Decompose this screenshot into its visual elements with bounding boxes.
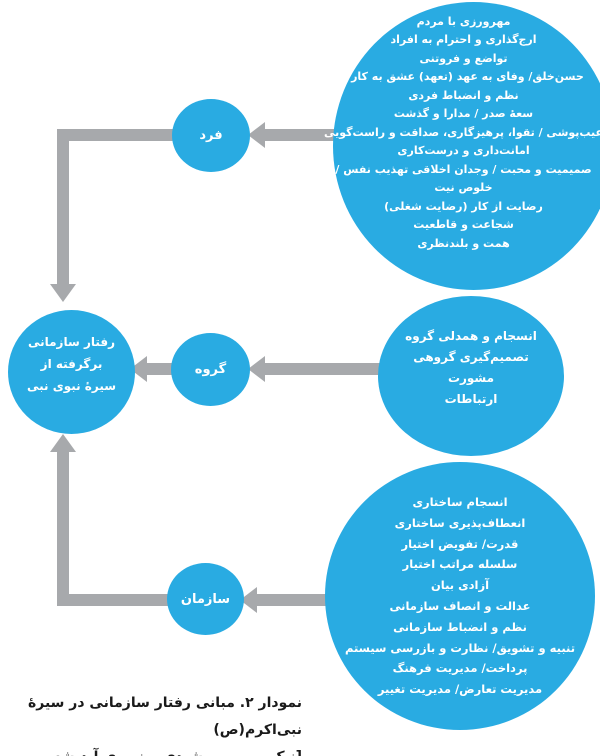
arrow-traits-to-individual [264, 129, 336, 141]
arrowhead-organization-to-core-icon [50, 434, 76, 452]
level-label: سازمان [180, 591, 231, 607]
core-line: سیرهٔ نبوی نبی [26, 379, 117, 393]
connector-individual-vertical [57, 129, 69, 284]
trait-line: انعطاف‌پذیری ساختاری [394, 515, 526, 530]
trait-line: امانت‌داری و درست‌کاری [397, 144, 530, 158]
connector-individual-horizontal [57, 129, 173, 141]
trait-line: عدالت و انصاف سازمانی [389, 599, 531, 613]
node-core-organizational-behavior: رفتار سازمانی برگرفته از سیرهٔ نبوی نبی [8, 310, 135, 434]
trait-line: تواضع و فروتنی [419, 51, 508, 65]
node-organization: سازمان [167, 563, 244, 635]
trait-line: ارتباطات [444, 392, 498, 406]
trait-line: سلسله مراتب اختیار [402, 557, 518, 572]
core-line: رفتار سازمانی [27, 335, 116, 349]
arrow-group-to-core [146, 363, 172, 375]
arrow-traits-to-group [264, 363, 380, 375]
connector-organization-vertical [57, 452, 69, 606]
trait-line: مدیریت تعارض/ مدیریت تغییر [377, 682, 543, 697]
arrowhead-individual-to-core-icon [50, 284, 76, 302]
connector-organization-horizontal [57, 594, 170, 606]
trait-line: مهرورزی با مردم [416, 14, 511, 28]
caption-title: نمودار ۲. مبانی رفتار سازمانی در سیرهٔ ن… [27, 695, 302, 738]
trait-line: تنبیه و تشویق/ نظارت و بازرسی سیستم [344, 640, 576, 655]
node-group-traits: انسجام و همدلی گروه تصمیم‌گیری گروهی مشو… [378, 296, 564, 456]
trait-line: سعهٔ صدر / مدارا و گذشت [393, 107, 534, 121]
node-individual-traits: مهرورزی با مردم ارج‌گذاری و احترام به اف… [324, 2, 600, 290]
arrow-traits-to-organization [256, 594, 330, 606]
trait-line: ارج‌گذاری و احترام به افراد [390, 33, 537, 47]
trait-line: پرداخت/ مدیریت فرهنگ [392, 661, 528, 676]
trait-line: صمیمیت و محبت / وجدان اخلاقی تهذیب نفس / [335, 162, 592, 176]
arrowhead-traits-to-organization-icon [240, 587, 257, 613]
arrowhead-traits-to-group-icon [248, 356, 265, 382]
trait-line: مشورت [447, 371, 495, 385]
level-label: فرد [199, 128, 223, 143]
arrowhead-traits-to-individual-icon [248, 122, 265, 148]
figure-caption: نمودار ۲. مبانی رفتار سازمانی در سیرهٔ ن… [12, 690, 302, 756]
trait-line: تصمیم‌گیری گروهی [413, 350, 529, 364]
caption-source: [نیک‌پور، پور رشیدی و نوبری آیدیشه، ۲۱۸:… [12, 744, 302, 756]
core-line: برگرفته از [40, 357, 103, 371]
trait-line: همت و بلندنظری [417, 236, 510, 250]
trait-line: رضایت از کار (رضایت شغلی) [384, 199, 543, 213]
node-group: گروه [171, 333, 250, 406]
trait-line: انسجام و همدلی گروه [405, 329, 537, 343]
trait-line: خلوص نیت [434, 181, 493, 195]
trait-line: قدرت/ تفویض اختیار [401, 536, 519, 551]
trait-line: شجاعت و قاطعیت [413, 218, 514, 232]
trait-line: حسن‌خلق/ وفای به عهد (تعهد) عشق به کار / [343, 70, 584, 84]
node-individual: فرد [172, 99, 250, 172]
trait-line: آزادی بیان [430, 578, 490, 593]
trait-line: نظم و انضباط سازمانی [393, 619, 527, 634]
level-label: گروه [194, 362, 227, 377]
trait-line: انسجام ساختاری [412, 495, 508, 510]
trait-line: عیب‌پوشی / تقوا، پرهیزگاری، صداقت و راست… [323, 125, 600, 139]
node-organization-traits: انسجام ساختاری انعطاف‌پذیری ساختاری قدرت… [325, 462, 595, 730]
trait-line: نظم و انضباط فردی [408, 88, 519, 102]
